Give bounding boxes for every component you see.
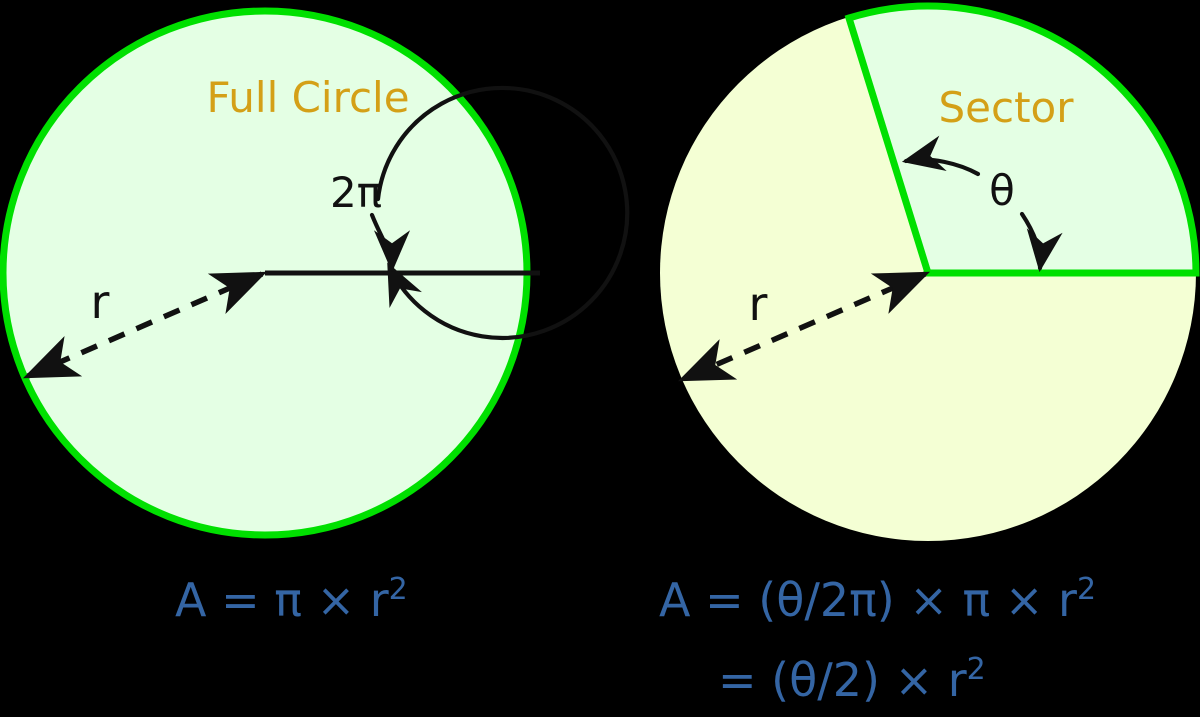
full-circle-radius-label: r: [91, 275, 110, 329]
sector-area-formula-line-1-base: A = (θ/2π) × π × r: [659, 573, 1077, 627]
full-circle-area-formula-exponent: 2: [389, 572, 408, 607]
sector-area-formula-line-1-exponent: 2: [1077, 572, 1096, 607]
sector-title: Sector: [938, 83, 1074, 132]
full-circle-radius-arrow: [22, 271, 268, 379]
full-circle-angle-leader-arrow: [369, 212, 411, 273]
sector-area-formula-line-2-exponent: 2: [967, 652, 986, 687]
full-circle-area-formula-base: A = π × r: [175, 573, 389, 627]
full-circle-title: Full Circle: [206, 73, 409, 122]
full-circle-angle-label: 2π: [330, 168, 382, 217]
sector-wedge: [844, 2, 1200, 277]
full-circle-area-formula: A = π × r2: [175, 572, 408, 627]
sector-area-formula-line-2-base: = (θ/2) × r: [718, 653, 967, 707]
sector-area-formula-line-1: A = (θ/2π) × π × r2: [659, 572, 1096, 627]
sector-angle-label: θ: [989, 166, 1015, 215]
sector-angle-leader-arrow-lower: [1019, 211, 1063, 273]
sector-radius-label: r: [749, 277, 768, 331]
left-figure-full-circle: Full Circle 2π r A = π × r2: [0, 7, 630, 627]
right-figure-sector: Sector θ r A = (θ/2π) × π × r2 = (θ/2) ×…: [659, 2, 1200, 707]
full-circle-sweep-arc: [375, 85, 630, 341]
sector-area-formula-line-2: = (θ/2) × r2: [718, 652, 986, 707]
sector-angle-leader-arrow-upper: [901, 135, 981, 177]
sector-radius-arrow: [677, 271, 931, 382]
